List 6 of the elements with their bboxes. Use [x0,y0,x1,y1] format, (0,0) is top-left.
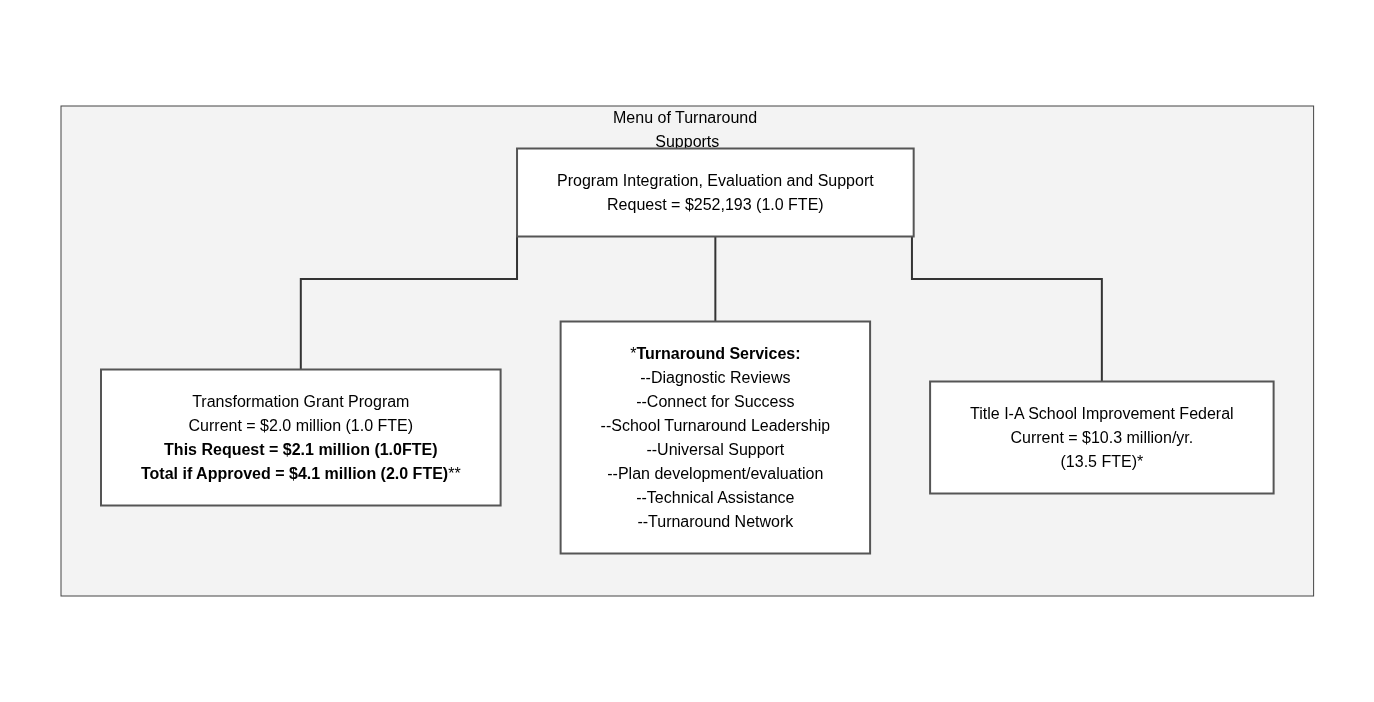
connector [910,235,1103,383]
node-box: Program Integration, Evaluation and Support Request = $252,193 (1.0 FTE) [515,147,915,238]
node-box: *Turnaround Services: --Diagnostic Reviews --Connect for Success --School Turnaround Leadership --Universal Support --Plan development/evaluation --Technical Assistance --Turnaround Network [559,320,871,555]
node-box: Transformation Grant Program Current = $2.0 million (1.0 FTE) This Request = $2.1 million (1.0FTE) Total if Approved = $4.1 million (2.0 FTE)** [99,368,502,507]
connector [714,235,717,323]
node-box: Title I-A School Improvement Federal Current = $10.3 million/yr. (13.5 FTE)* [928,380,1275,495]
